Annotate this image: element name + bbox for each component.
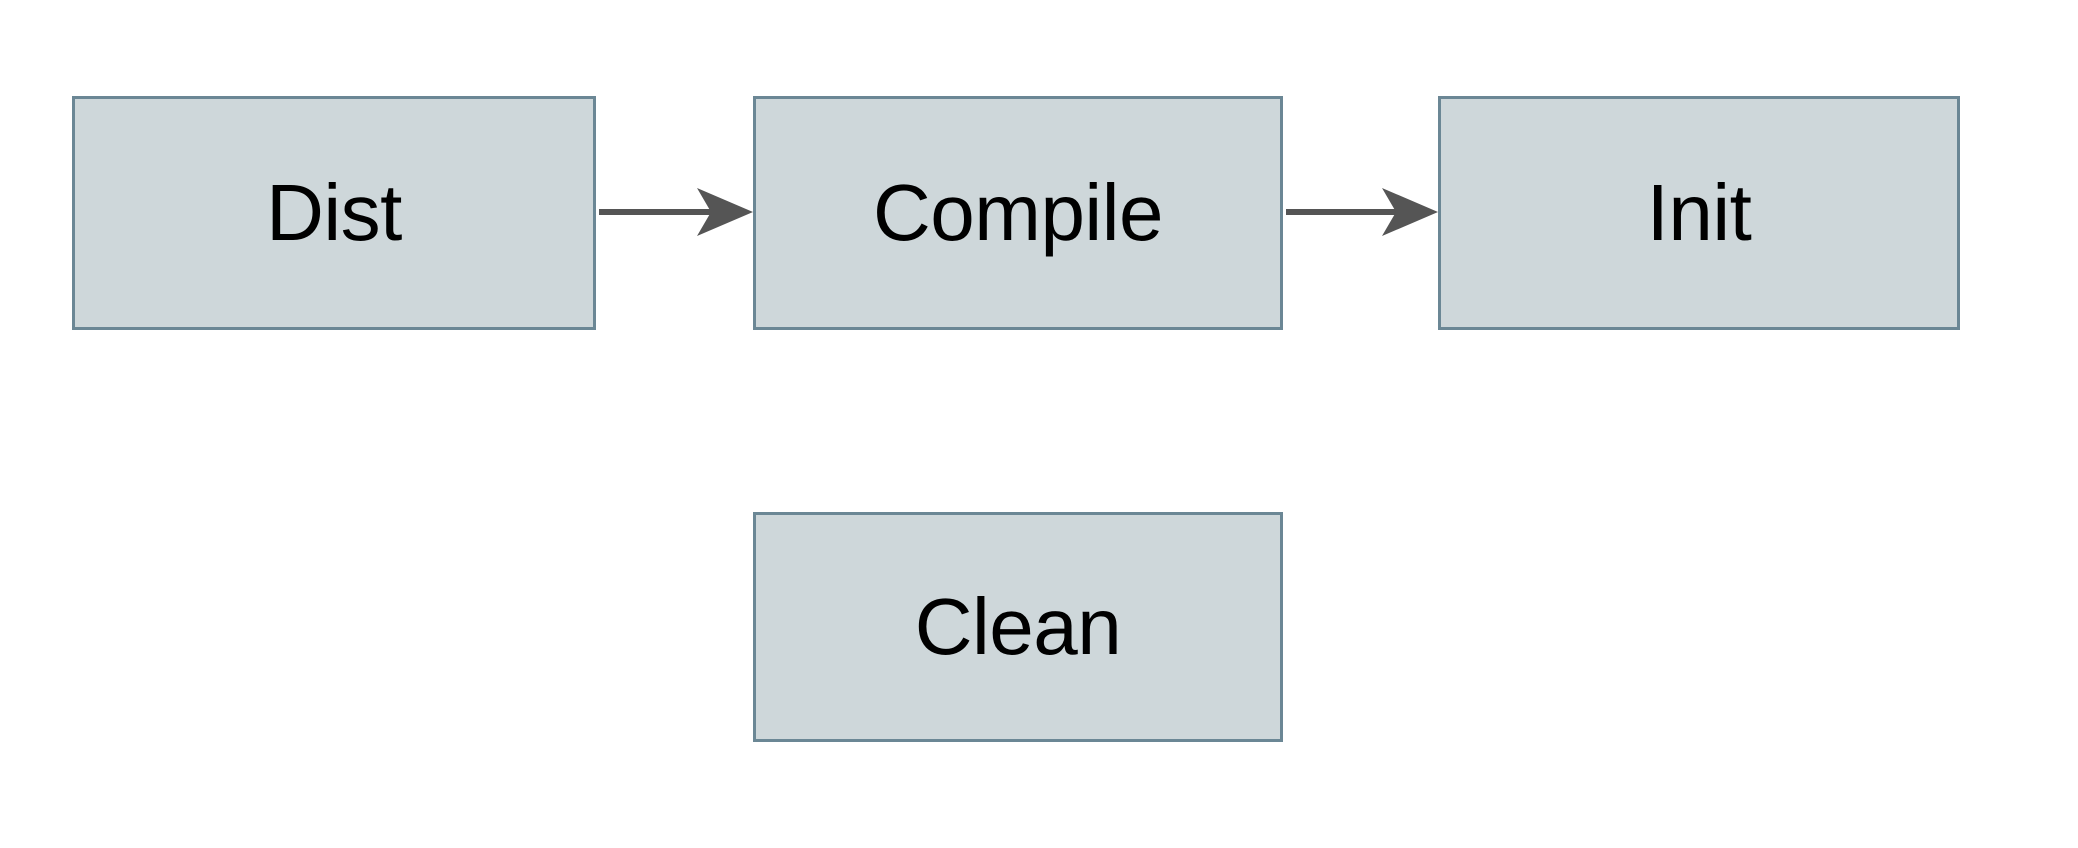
node-label-clean: Clean — [914, 582, 1122, 671]
edge-dist-to-compile[interactable] — [599, 188, 753, 236]
edge-compile-to-init[interactable] — [1286, 188, 1438, 236]
node-compile[interactable]: Compile — [753, 96, 1283, 330]
node-label-init: Init — [1646, 168, 1752, 257]
arrowhead-dist-to-compile — [697, 188, 753, 236]
node-label-compile: Compile — [873, 168, 1163, 257]
arrowhead-compile-to-init — [1382, 188, 1438, 236]
node-init[interactable]: Init — [1438, 96, 1960, 330]
node-dist[interactable]: Dist — [72, 96, 596, 330]
node-label-dist: Dist — [266, 168, 402, 257]
node-clean[interactable]: Clean — [753, 512, 1283, 742]
